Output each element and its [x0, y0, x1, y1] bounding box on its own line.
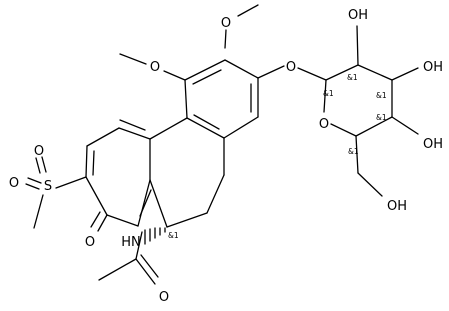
atom-label-o-sulfonyl-left: O [9, 176, 19, 191]
atom-label-o-glycoside: O [286, 60, 296, 75]
atom-label-oh-upper: OH [348, 8, 368, 23]
bond-lines [25, 4, 419, 285]
stereo-label-c2: &1 [347, 73, 358, 82]
stereo-labels: &1 &1 &1 &1 &1 &1 [168, 73, 387, 240]
atom-label-o-amide: O [159, 290, 169, 305]
atom-label-o-sulfonyl-top: O [34, 144, 44, 159]
atom-label-o-methoxy-left: O [150, 60, 160, 75]
atom-labels: O O O O OH OH OH OH S O O O HN O [9, 8, 443, 305]
atom-label-oh-ch2: OH [387, 199, 407, 214]
stereo-label-c5: &1 [348, 147, 359, 156]
stereo-label-c4: &1 [376, 113, 387, 122]
atom-label-oh-right-mid: OH [423, 137, 443, 152]
atom-label-oh-right-top: OH [423, 60, 443, 75]
stereo-label-c3: &1 [376, 91, 387, 100]
atom-label-o-ring: O [319, 117, 329, 132]
stereo-hash-bond [144, 227, 166, 245]
atom-label-sulfur: S [44, 179, 52, 194]
stereo-label-c1: &1 [323, 89, 334, 98]
atom-label-nh: HN [121, 235, 141, 250]
stereo-label-c7: &1 [168, 231, 179, 240]
atom-label-o-ketone: O [85, 235, 95, 250]
atom-label-o-methoxy-top: O [221, 16, 231, 31]
